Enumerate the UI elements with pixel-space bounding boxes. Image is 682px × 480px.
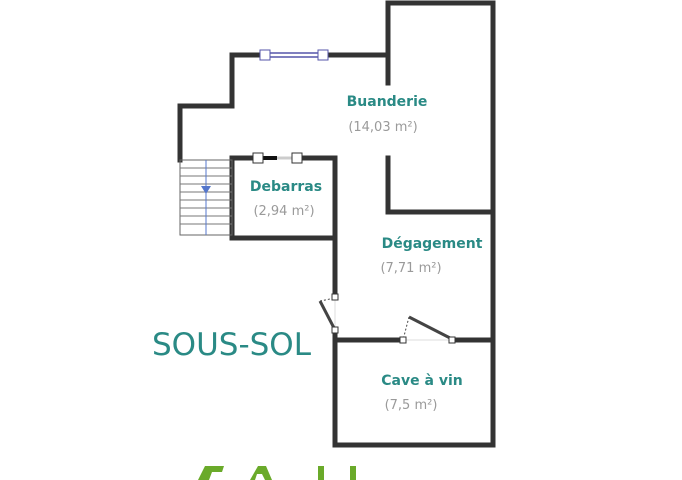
level-label: SOUS-SOL bbox=[152, 327, 312, 363]
stairs bbox=[179, 159, 233, 236]
room-area-debarras: (2,94 m²) bbox=[253, 204, 314, 219]
wall-debarras-right bbox=[297, 155, 338, 241]
wall-top-left bbox=[177, 52, 268, 163]
logo-partial bbox=[198, 466, 356, 480]
room-name-cave-a-vin: Cave à vin bbox=[381, 373, 462, 389]
wall-buanderie-inner bbox=[385, 155, 496, 215]
window-debarras bbox=[252, 152, 303, 164]
wall-buanderie-top bbox=[385, 0, 496, 448]
wall-debarras bbox=[229, 155, 338, 301]
room-name-buanderie: Buanderie bbox=[347, 94, 428, 110]
window-top bbox=[259, 49, 329, 61]
door-degagement[interactable] bbox=[318, 293, 339, 334]
room-area-buanderie: (14,03 m²) bbox=[348, 120, 417, 135]
walls bbox=[177, 0, 496, 448]
stairs-arrow-icon bbox=[201, 186, 211, 194]
room-name-degagement: Dégagement bbox=[382, 236, 483, 252]
room-area-cave-a-vin: (7,5 m²) bbox=[385, 398, 438, 413]
door-cave[interactable] bbox=[399, 315, 456, 344]
wall-cave bbox=[332, 327, 496, 448]
room-area-degagement: (7,71 m²) bbox=[380, 261, 441, 276]
room-name-debarras: Debarras bbox=[250, 179, 322, 195]
